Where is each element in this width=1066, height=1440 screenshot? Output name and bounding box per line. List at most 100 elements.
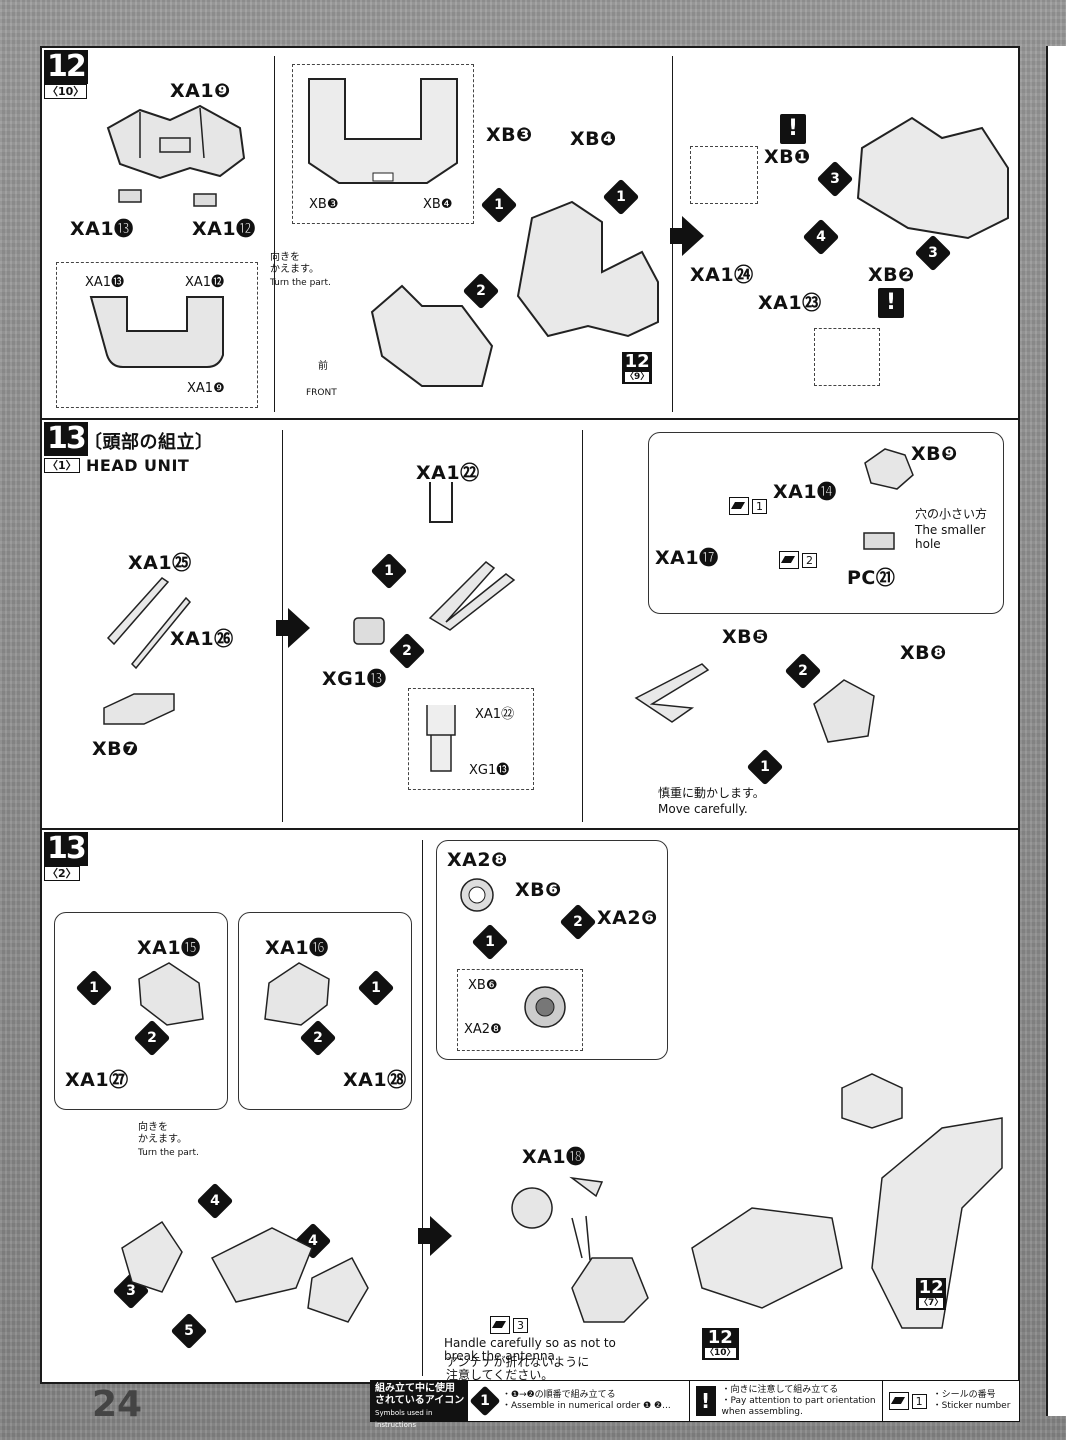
- step-sub-number: 〈10〉: [44, 84, 88, 99]
- detail-inset: XB❸ XB❹: [292, 64, 474, 224]
- helmet-assembly: [511, 1168, 652, 1323]
- legend-title: 組み立て中に使用 されているアイコン Symbols used in instr…: [371, 1381, 467, 1429]
- inset-label: XB❻: [468, 978, 498, 993]
- head-base: [632, 658, 732, 728]
- block-part: [350, 614, 390, 650]
- rod-parts: [102, 568, 192, 688]
- part-label: PC㉑: [847, 567, 896, 589]
- part-label: XA1⓭: [70, 218, 134, 240]
- detail-callout: XA1⓰ XA1㉘ 1 2: [238, 912, 412, 1110]
- detail-inset: XB❻ XA2❽: [457, 969, 583, 1051]
- part-label: XB❷: [868, 264, 915, 286]
- joint-detail: [421, 701, 461, 777]
- sticker-text-en: ・Sticker number: [932, 1401, 1011, 1411]
- part-label: XA1㉓: [758, 292, 822, 314]
- reference-step: 12〈9〉: [622, 352, 653, 384]
- part-label: XB❻: [515, 879, 562, 901]
- next-page-edge: [1046, 46, 1066, 1416]
- orientation-text-jp: ・向きに注意して組み立てる: [721, 1384, 839, 1395]
- warning-icon: !: [780, 114, 806, 144]
- step-order-1: 1: [357, 969, 395, 1007]
- part-label: XA1⓮: [773, 481, 837, 503]
- step-order-4: 4: [802, 218, 840, 256]
- fork-part: [426, 552, 526, 632]
- part-label: XB❺: [722, 626, 769, 648]
- step-13-2-panel: 13 〈2〉 XA1⓯ XA1㉗ 1 2 XA1⓰ XA1㉘ 1 2 向きを か…: [42, 828, 1018, 1382]
- torso-assembly: [512, 198, 662, 338]
- part-label: XA1㉔: [690, 264, 754, 286]
- face-assembly: [112, 1208, 372, 1328]
- front-label: FRONT: [306, 388, 337, 398]
- part-label: XA2❻: [597, 907, 658, 929]
- part-label: XA2❽: [447, 849, 508, 871]
- sticker-icon: 1: [888, 1392, 927, 1410]
- divider: [582, 430, 583, 822]
- turn-note: 向きを かえます。: [270, 252, 319, 275]
- legend-title-en: Symbols used in instructions: [375, 1409, 433, 1429]
- step-12-panel: 12 〈10〉 XA1❾ XA1⓭ XA1⓬ XA1⓭ XA1⓬ XA1❾ XB…: [42, 48, 1018, 420]
- turn-note: 向きを かえます。: [138, 1122, 187, 1145]
- part-label: XA1㉕: [128, 552, 192, 574]
- part-label: XA1⓯: [137, 937, 201, 959]
- step-order-1: 1: [75, 969, 113, 1007]
- part-label: XB❽: [900, 642, 947, 664]
- part-label: XA1⓱: [655, 547, 719, 569]
- gear-detail: [520, 982, 570, 1032]
- body-assembly: [682, 1028, 1012, 1329]
- collar-detail: [87, 291, 227, 371]
- step-sub-number: 〈1〉: [44, 458, 80, 473]
- reference-step: 12〈7〉: [916, 1278, 947, 1310]
- part-label: XA1⓲: [522, 1146, 586, 1168]
- order-text-en: ・Assemble in numerical order ❶ ❷...: [502, 1401, 671, 1411]
- reference-step: 12〈10〉: [702, 1328, 739, 1360]
- cheek-part: [133, 959, 209, 1029]
- sticker-number: 1: [729, 497, 767, 515]
- front-jp: 前: [318, 361, 328, 372]
- part-label: XB❸: [486, 124, 533, 146]
- round-part: [457, 875, 497, 915]
- step-order-2: 2: [559, 903, 597, 941]
- sticker-number: 2: [779, 551, 817, 569]
- part-label: XA1⓰: [265, 937, 329, 959]
- detail-inset: XA1㉒ XG1⓭: [408, 688, 534, 790]
- small-part: [192, 190, 218, 208]
- part-label: XA1㉗: [65, 1069, 129, 1091]
- legend-order: 1 ・❶→❷の順番で組み立てる・Assemble in numerical or…: [467, 1381, 689, 1421]
- head-assembly: [804, 674, 884, 744]
- part-label: XA1㉒: [416, 462, 480, 484]
- antenna-part: [426, 478, 456, 528]
- detail-inset: XA1⓭ XA1⓬ XA1❾: [56, 262, 258, 408]
- inset-label: XA2❽: [464, 1022, 502, 1037]
- legend-sticker: 1 ・シールの番号・Sticker number: [881, 1381, 1019, 1421]
- step-number: 13: [44, 422, 88, 456]
- inset-label: XA1㉒: [475, 707, 515, 722]
- instruction-sheet: 12 〈10〉 XA1❾ XA1⓭ XA1⓬ XA1⓭ XA1⓬ XA1❾ XB…: [40, 46, 1020, 1384]
- inset-label: XB❹: [423, 197, 453, 212]
- head-part: [859, 443, 919, 493]
- order-text-jp: ・❶→❷の順番で組み立てる: [502, 1390, 616, 1400]
- divider: [274, 56, 275, 412]
- hole-note-en: The smaller hole: [915, 523, 986, 551]
- small-part: [117, 186, 143, 204]
- sticker-number: 3: [490, 1316, 528, 1334]
- part-label: XG1⓭: [322, 668, 387, 690]
- cheek-part: [259, 959, 335, 1029]
- step-order-1: 1: [471, 923, 509, 961]
- part-label: XB❼: [92, 738, 139, 760]
- legend-title-jp: 組み立て中に使用 されているアイコン: [375, 1383, 465, 1406]
- detail-callout: XA1⓯ XA1㉗ 1 2: [54, 912, 228, 1110]
- step-order-1: 1: [746, 748, 784, 786]
- warning-icon: !: [878, 288, 904, 318]
- symbol-legend: 組み立て中に使用 されているアイコン Symbols used in instr…: [370, 1380, 1020, 1429]
- careful-note-en: Move carefully.: [658, 802, 748, 816]
- hole-note-jp: 穴の小さい方: [915, 507, 988, 521]
- inset-label: XA1⓭: [85, 275, 125, 290]
- step-number: 12: [44, 50, 88, 84]
- inset-label: XA1❾: [187, 381, 225, 396]
- body-assembly: [842, 108, 1012, 258]
- antenna-note-en: Handle carefully so as not to break the …: [444, 1336, 616, 1363]
- inset-label: XB❸: [309, 197, 339, 212]
- part-label: XA1㉘: [343, 1069, 407, 1091]
- base-part: [100, 688, 180, 728]
- warning-icon: !: [695, 1386, 716, 1416]
